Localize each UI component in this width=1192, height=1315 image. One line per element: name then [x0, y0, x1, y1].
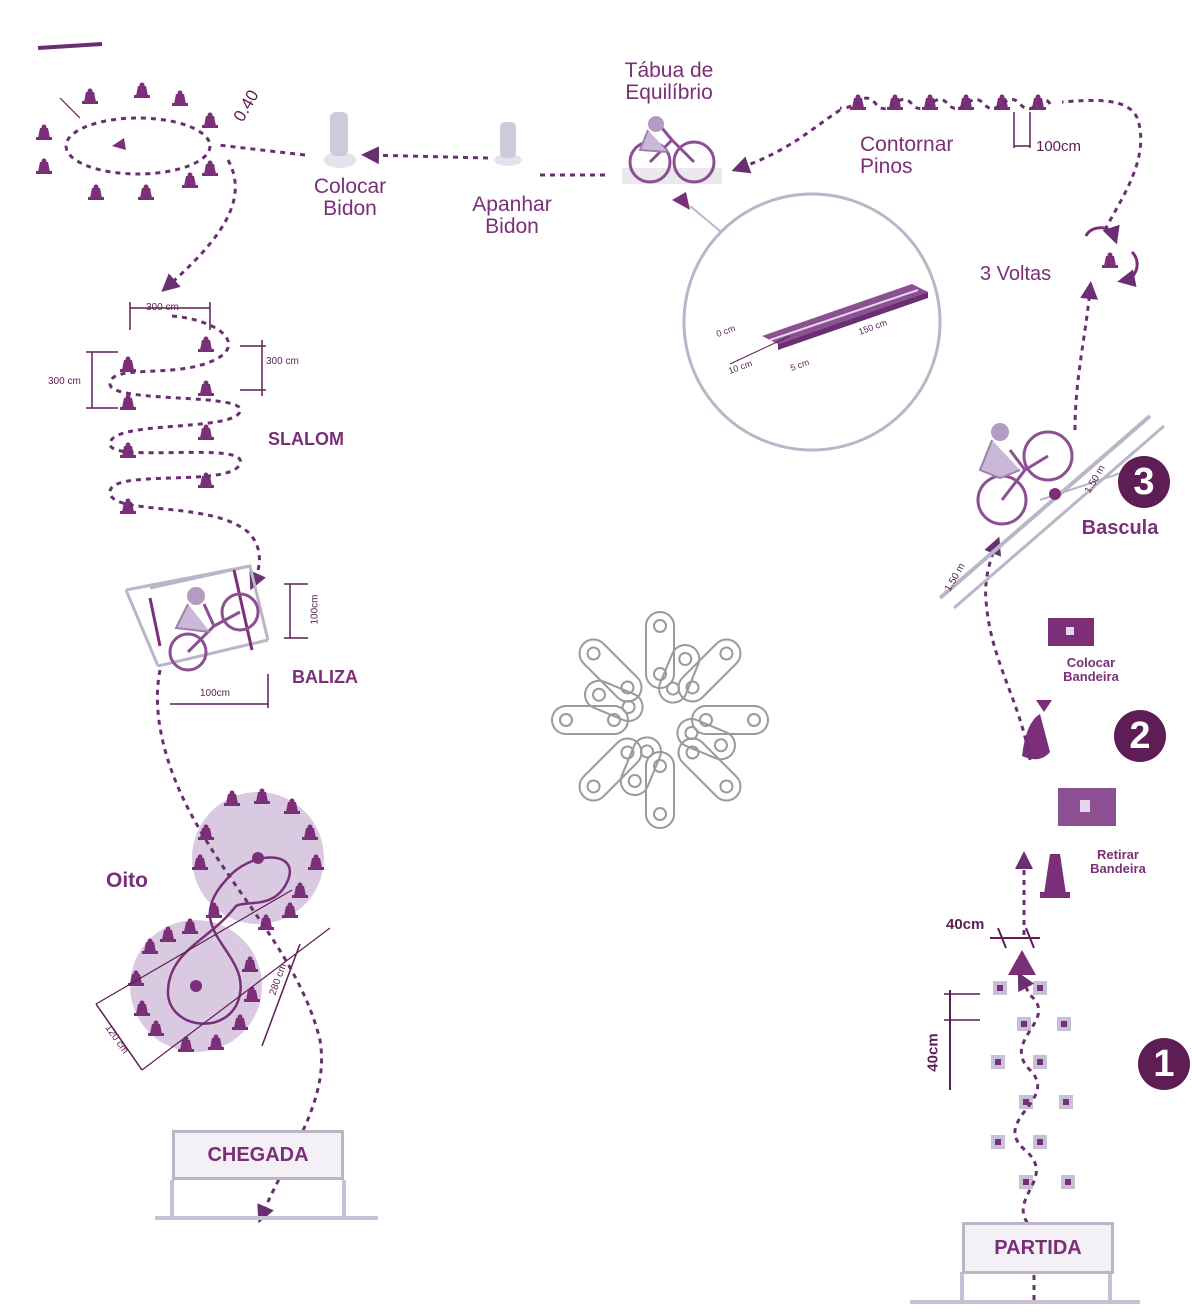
- bascula-label: Bascula: [1081, 517, 1159, 539]
- dim-40cm-side: 40cm: [924, 1033, 942, 1072]
- station-number-3: 3: [1118, 456, 1170, 508]
- apanhar-line1: Apanhar: [472, 193, 552, 216]
- oito-station: [95, 788, 331, 1071]
- slalom-station: [86, 302, 266, 591]
- partida-sign: PARTIDA: [962, 1222, 1114, 1274]
- colocar-bandeira-label: Colocar Bandeira: [1048, 656, 1134, 683]
- bicycle-rider-icon: [976, 423, 1074, 526]
- retirar-bandeira-label: Retirar Bandeira: [1078, 848, 1158, 875]
- partida-zigzag-section: [944, 851, 1075, 1300]
- retirar-label-line1: Retirar: [1097, 847, 1139, 862]
- colocar-bidon-line2: Bidon: [323, 197, 377, 221]
- dim-40cm-top: 40cm: [946, 916, 985, 933]
- baliza-label: BALIZA: [292, 667, 358, 687]
- station-number-2: 2: [1114, 710, 1166, 762]
- contornar-pinos-label: Contornar Pinos: [860, 133, 954, 179]
- circle-cones-station: [36, 82, 218, 200]
- colocar-bandeira-line2: Bandeira: [1063, 668, 1119, 684]
- dim-slalom-top: 300 cm: [146, 302, 179, 313]
- tabua-line1: Tábua de: [624, 59, 714, 82]
- chegada-sign: CHEGADA: [172, 1130, 344, 1180]
- contornar-line1: Contornar: [860, 133, 954, 156]
- dim-pinos-spacing: 100cm: [1036, 138, 1082, 155]
- tabua-equilibrio-label: Tábua de Equilíbrio: [604, 59, 734, 105]
- bicycle-rider-icon: [168, 587, 260, 672]
- colocar-bandeira-line1: Colocar: [1066, 655, 1116, 670]
- corner-mark: [37, 42, 103, 50]
- apanhar-line2: Bidon: [485, 215, 539, 239]
- apanhar-bidon-label: Apanhar Bidon: [452, 193, 572, 239]
- dim-baliza-height: 100cm: [309, 594, 321, 625]
- dim-slalom-left: 300 cm: [48, 376, 81, 387]
- retirar-bandeira-station: [1040, 788, 1116, 898]
- apanhar-bidon-station: [494, 122, 522, 166]
- retirar-label-line2: Bandeira: [1090, 860, 1146, 876]
- station-number-1: 1: [1138, 1038, 1190, 1090]
- dim-baliza-width: 100cm: [200, 688, 231, 699]
- colocar-bandeira-station: [1022, 618, 1094, 760]
- bicycle-rider-icon: [628, 116, 716, 184]
- colocar-bidon-line1: Colocar: [313, 175, 387, 198]
- bascula-station: [938, 414, 1165, 610]
- bottle-icon: [330, 112, 348, 156]
- tabua-equilibrio-station: [622, 116, 942, 452]
- baliza-station: [124, 564, 308, 708]
- contornar-pinos-station: [839, 94, 1052, 148]
- slalom-label: SLALOM: [268, 429, 344, 449]
- colocar-bidon-label: Colocar Bidon: [292, 175, 408, 221]
- tres-voltas-label: 3 Voltas: [980, 263, 1052, 285]
- chain-logo-icon: [551, 611, 769, 829]
- tres-voltas-station: [1084, 224, 1139, 288]
- tabua-line2: Equilíbrio: [625, 81, 713, 105]
- bottle-icon: [500, 122, 516, 158]
- contornar-line2: Pinos: [860, 155, 913, 179]
- dim-slalom-right: 300 cm: [266, 356, 299, 367]
- colocar-bidon-station: [324, 112, 356, 168]
- oito-label: Oito: [106, 869, 148, 892]
